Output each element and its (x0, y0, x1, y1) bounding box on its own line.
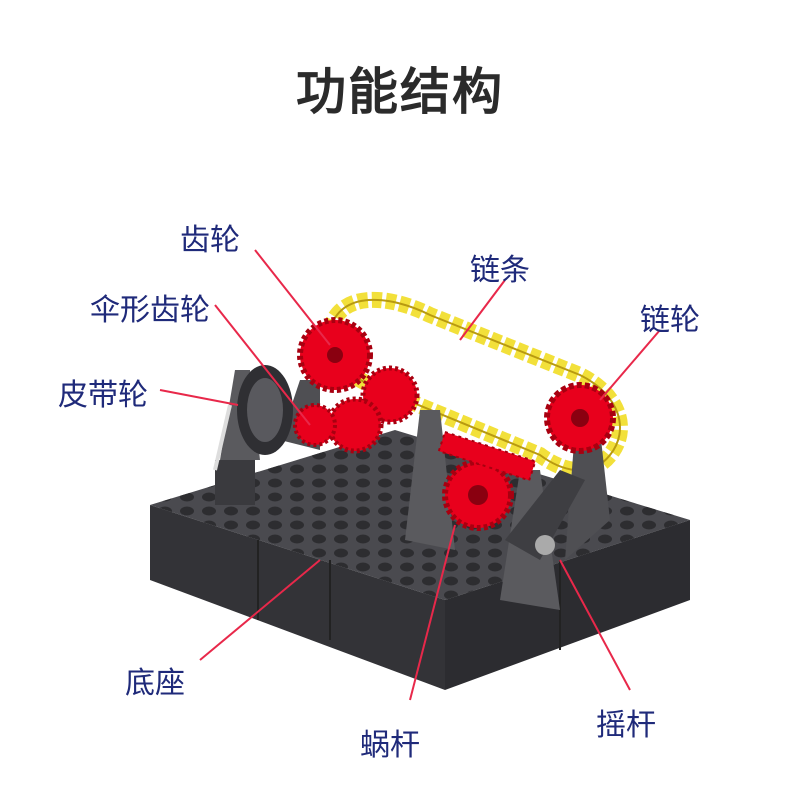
page-title: 功能结构 (296, 63, 504, 121)
label-rocker: 摇杆 (596, 708, 656, 743)
belt-pulley (213, 365, 293, 471)
label-chain: 链条 (470, 253, 530, 288)
rocker-arm (505, 470, 585, 560)
label-belt-pulley: 皮带轮 (58, 378, 148, 413)
worm-shaft (437, 430, 537, 482)
gears (293, 317, 616, 531)
leader-lines (159, 249, 661, 701)
label-bevel-gear: 伞形齿轮 (90, 293, 210, 328)
label-sprocket: 链轮 (640, 303, 700, 338)
label-worm: 蜗杆 (360, 728, 420, 763)
label-gear: 齿轮 (180, 223, 240, 258)
label-base: 底座 (125, 666, 185, 701)
